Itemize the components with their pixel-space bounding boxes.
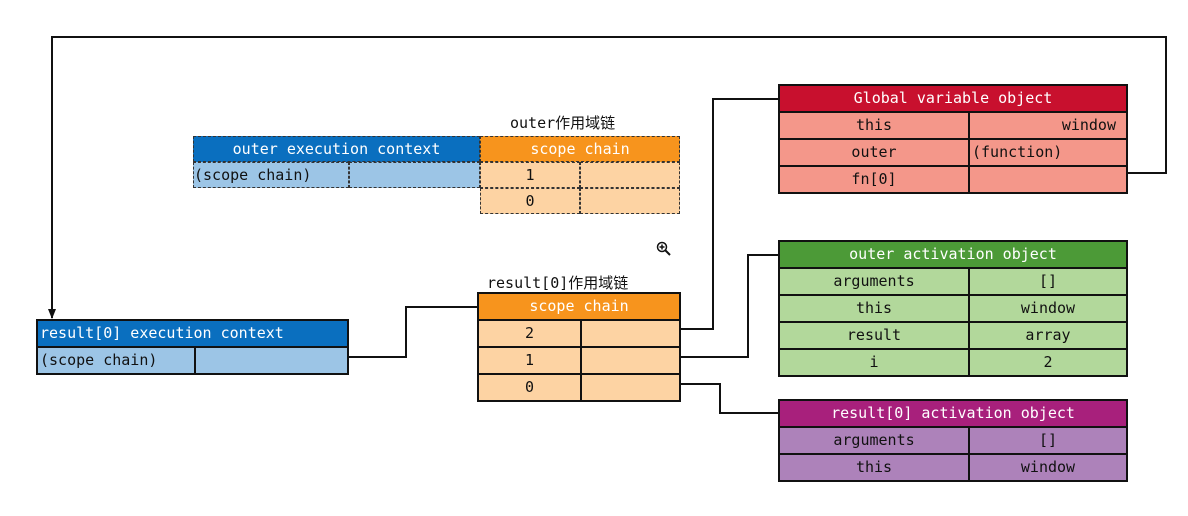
outer-chain-value: [580, 188, 680, 214]
row-value: []: [968, 428, 1126, 453]
result-context-scope-value: [194, 348, 347, 373]
outer-chain-index: 0: [480, 188, 580, 214]
table-row: arguments []: [780, 426, 1126, 453]
outer-chain-value: [580, 162, 680, 188]
row-key: fn[0]: [851, 170, 897, 188]
row-value: (function): [968, 140, 1126, 165]
table-row: (scope chain): [38, 346, 347, 373]
table-row: this window: [780, 111, 1126, 138]
table-row: 1: [479, 346, 679, 373]
result-context-header: result[0] execution context: [38, 321, 347, 346]
outer-activation-object: outer activation object arguments [] thi…: [778, 240, 1128, 377]
row-key: this: [855, 299, 893, 317]
global-object-header: Global variable object: [780, 86, 1126, 111]
zoom-in-icon: [656, 241, 671, 256]
row-key: result: [846, 326, 902, 344]
result-context-scope-label: (scope chain): [40, 351, 158, 369]
table-row: fn[0]: [780, 165, 1126, 192]
row-key: outer: [851, 143, 897, 161]
row-value: 2: [968, 350, 1126, 375]
table-row: this window: [780, 294, 1126, 321]
outer-chain-index: 1: [480, 162, 580, 188]
outer-chain-header: scope chain: [480, 136, 680, 162]
result-scope-caption: result[0]作用域链: [487, 274, 629, 292]
chain-pointer-cell: [580, 348, 679, 373]
table-row: 0: [479, 373, 679, 400]
result-activation-header: result[0] activation object: [780, 401, 1126, 426]
chain-pointer-cell: [580, 375, 679, 400]
row-value: array: [968, 323, 1126, 348]
outer-context-header: outer execution context: [193, 136, 480, 162]
table-row: this window: [780, 453, 1126, 480]
row-value: window: [968, 296, 1126, 321]
row-key: this: [855, 116, 893, 134]
chain-index: 0: [524, 378, 535, 396]
outer-activation-header: outer activation object: [780, 242, 1126, 267]
result-activation-object: result[0] activation object arguments []…: [778, 399, 1128, 482]
table-row: i 2: [780, 348, 1126, 375]
table-row: 2: [479, 319, 679, 346]
row-value: []: [968, 269, 1126, 294]
chain-index: 1: [524, 351, 535, 369]
table-row: arguments []: [780, 267, 1126, 294]
result-scope-chain: scope chain 2 1 0: [477, 292, 681, 402]
table-row: result array: [780, 321, 1126, 348]
table-row: outer (function): [780, 138, 1126, 165]
row-key: i: [869, 353, 879, 371]
result-execution-context: result[0] execution context (scope chain…: [36, 319, 349, 375]
row-key: arguments: [833, 272, 915, 290]
chain-pointer-cell: [580, 321, 679, 346]
result-chain-header: scope chain: [479, 294, 679, 319]
row-value: window: [968, 113, 1126, 138]
global-variable-object: Global variable object this window outer…: [778, 84, 1128, 194]
row-value: window: [968, 455, 1126, 480]
outer-scope-caption: outer作用域链: [510, 114, 616, 132]
outer-context-scope-value: [349, 162, 480, 188]
row-value: [968, 167, 1126, 192]
outer-execution-context: outer execution context scope chain (sco…: [193, 136, 680, 214]
row-key: this: [855, 458, 893, 476]
chain-index: 2: [524, 324, 535, 342]
outer-context-scope-label: (scope chain): [193, 162, 349, 188]
row-key: arguments: [833, 431, 915, 449]
